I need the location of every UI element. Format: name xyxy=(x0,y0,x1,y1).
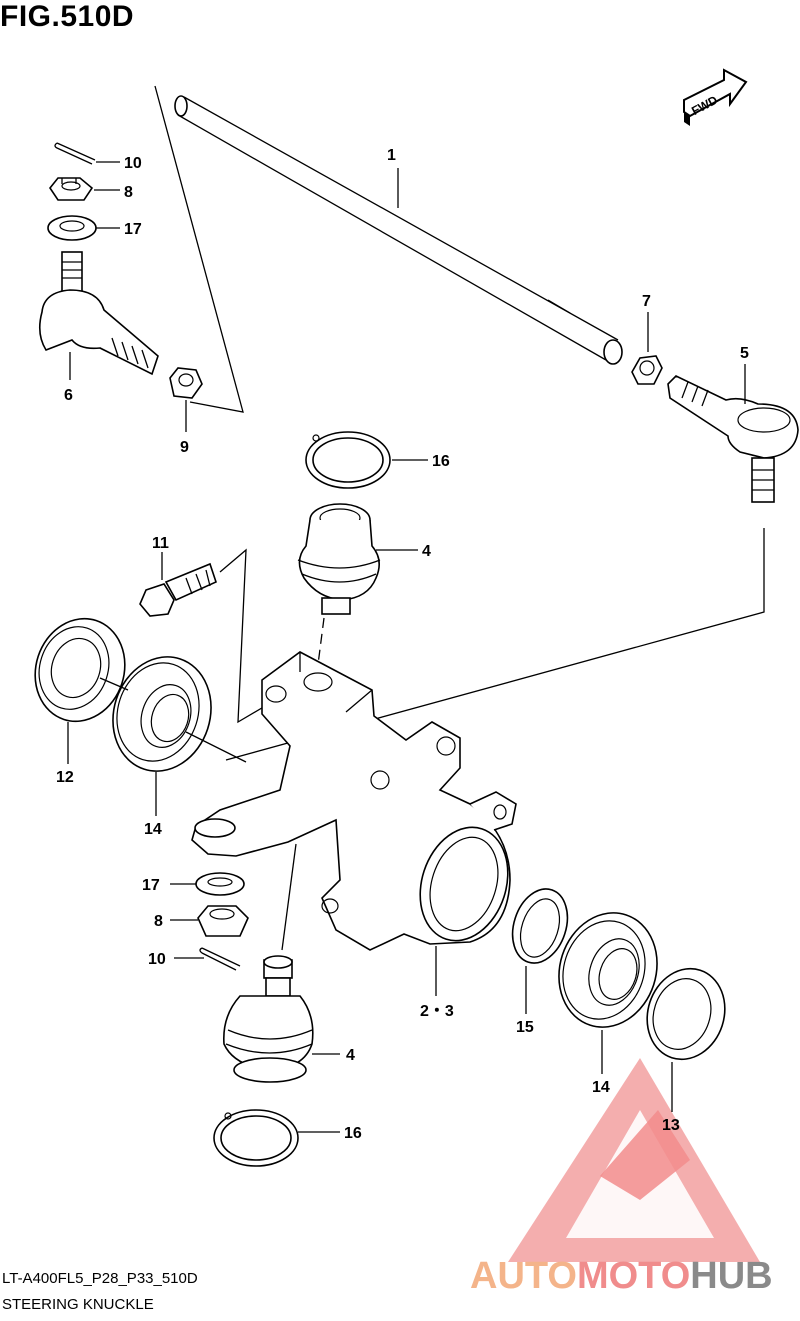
ball-joint-bottom-icon xyxy=(223,955,314,1083)
tie-rod-tube xyxy=(174,95,623,365)
callout-14-left: 14 xyxy=(144,821,162,838)
callout-9: 9 xyxy=(180,439,189,456)
castle-nut-icon xyxy=(49,177,94,201)
oil-seal-right-icon xyxy=(646,967,726,1061)
watermark-text-hub: HUB xyxy=(690,1255,772,1297)
callout-13: 13 xyxy=(662,1117,680,1134)
watermark-text-moto: MOTO xyxy=(577,1255,690,1297)
tie-rod-end-left-icon xyxy=(38,251,159,376)
steering-knuckle-icon xyxy=(191,651,517,951)
oil-seal-left-icon xyxy=(34,617,126,723)
watermark-logo: AUTOMOTOHUB xyxy=(470,1058,773,1297)
callout-4-bottom: 4 xyxy=(346,1047,355,1064)
callout-17-bottom: 17 xyxy=(142,877,160,894)
figure-title: FIG.510D xyxy=(0,0,135,33)
nut-left-icon xyxy=(169,367,203,399)
bolt-icon xyxy=(139,562,217,617)
fwd-arrow-icon: FWD xyxy=(683,68,748,126)
spacer-icon xyxy=(511,888,569,964)
callout-16-bottom: 16 xyxy=(344,1125,362,1142)
callout-16-top: 16 xyxy=(432,453,450,470)
ball-joint-top-icon xyxy=(297,503,381,615)
callout-15: 15 xyxy=(516,1019,534,1036)
cotter-pin-icon xyxy=(54,142,96,165)
bearing-left-icon xyxy=(112,656,212,772)
callout-17-top: 17 xyxy=(124,221,142,238)
callout-14-right: 14 xyxy=(592,1079,610,1096)
callout-8-bottom: 8 xyxy=(154,913,163,930)
callout-7: 7 xyxy=(642,293,651,310)
callout-8-top: 8 xyxy=(124,184,133,201)
svg-text:AUTOMOTOHUB: AUTOMOTOHUB xyxy=(470,1255,773,1297)
washer-icon xyxy=(47,215,97,241)
figure-name: STEERING KNUCKLE xyxy=(2,1296,154,1313)
watermark-text-auto: AUTO xyxy=(470,1255,577,1297)
callout-5: 5 xyxy=(740,345,749,362)
circlip-icon xyxy=(305,431,391,489)
callout-2-3: 2・3 xyxy=(420,1003,454,1020)
callout-4-top: 4 xyxy=(422,543,431,560)
callout-10-top: 10 xyxy=(124,155,142,172)
callout-6: 6 xyxy=(64,387,73,404)
tie-rod-end-right-icon xyxy=(667,375,799,503)
washer-icon xyxy=(195,872,245,896)
callout-11: 11 xyxy=(152,535,169,552)
circlip-icon xyxy=(213,1109,299,1167)
cotter-pin-icon xyxy=(199,947,241,971)
callout-12: 12 xyxy=(56,769,74,786)
callout-1: 1 xyxy=(387,147,396,164)
castle-nut-icon xyxy=(197,905,249,937)
bearing-right-icon xyxy=(558,912,658,1028)
nut-right-icon xyxy=(631,355,663,385)
callout-10-bottom: 10 xyxy=(148,951,166,968)
figure-code: LT-A400FL5_P28_P33_510D xyxy=(2,1270,198,1287)
